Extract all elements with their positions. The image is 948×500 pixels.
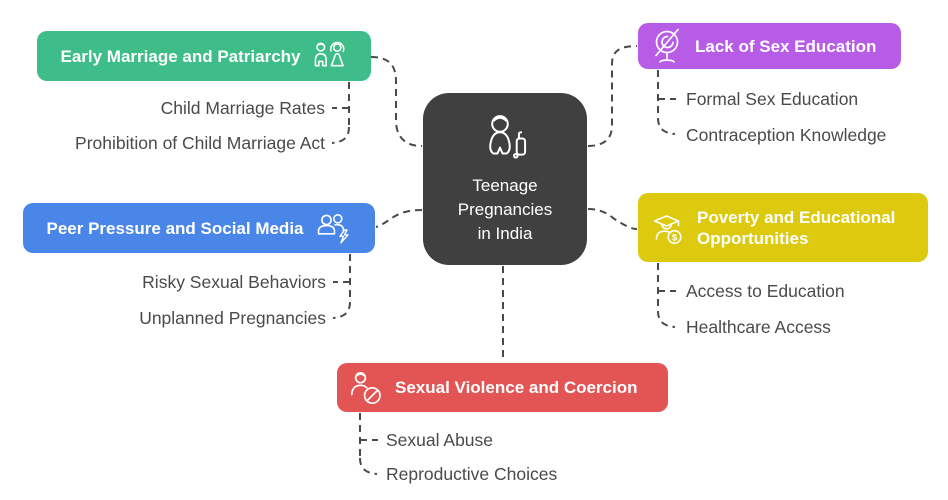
node-label: Poverty and Educational Opportunities: [697, 207, 896, 248]
node-peer-pressure[interactable]: Peer Pressure and Social Media: [23, 203, 375, 253]
node-label: Early Marriage and Patriarchy: [60, 46, 301, 66]
subtopic-prohibition-act[interactable]: Prohibition of Child Marriage Act: [75, 133, 325, 153]
node-central-topic[interactable]: Teenage Pregnancies in India: [423, 93, 587, 265]
svg-text:$: $: [672, 232, 678, 243]
subtopic-reproductive-choices[interactable]: Reproductive Choices: [386, 464, 558, 484]
subtopic-access-to-education[interactable]: Access to Education: [686, 281, 845, 301]
subtopic-contraception-knowledge[interactable]: Contraception Knowledge: [686, 125, 887, 145]
people-lightning-icon: [314, 212, 352, 245]
connector-early-marriage-center: [370, 56, 423, 147]
node-early-marriage[interactable]: Early Marriage and Patriarchy: [37, 31, 371, 81]
person-prohibition-icon: [347, 369, 385, 407]
subtopic-risky-sexual-behaviors[interactable]: Risky Sexual Behaviors: [142, 272, 326, 292]
subtopic-unplanned-pregnancies[interactable]: Unplanned Pregnancies: [139, 308, 326, 328]
subtopic-healthcare-access[interactable]: Healthcare Access: [686, 317, 831, 337]
node-poverty[interactable]: $ Poverty and Educational Opportunities: [638, 193, 928, 262]
node-label: Lack of Sex Education: [695, 36, 877, 56]
node-violence[interactable]: Sexual Violence and Coercion: [337, 363, 668, 412]
node-label: Peer Pressure and Social Media: [46, 218, 304, 238]
subtopic-sexual-abuse[interactable]: Sexual Abuse: [386, 430, 494, 450]
subtopic-formal-sex-education[interactable]: Formal Sex Education: [686, 89, 859, 109]
graduate-money-icon: $: [648, 208, 688, 248]
connector-center-sex-education: [587, 45, 638, 147]
wedding-couple-icon: [311, 41, 348, 72]
node-sex-education[interactable]: Lack of Sex Education: [638, 23, 901, 69]
central-topic-label: Teenage Pregnancies in India: [457, 175, 553, 243]
crossed-out-education-icon: [648, 26, 686, 66]
subtopic-child-marriage-rates[interactable]: Child Marriage Rates: [160, 98, 325, 118]
connector-center-poverty: [587, 208, 638, 230]
connector-center-peer-pressure: [375, 209, 423, 228]
pregnant-woman-icon: [476, 113, 534, 170]
node-label: Sexual Violence and Coercion: [395, 378, 638, 397]
